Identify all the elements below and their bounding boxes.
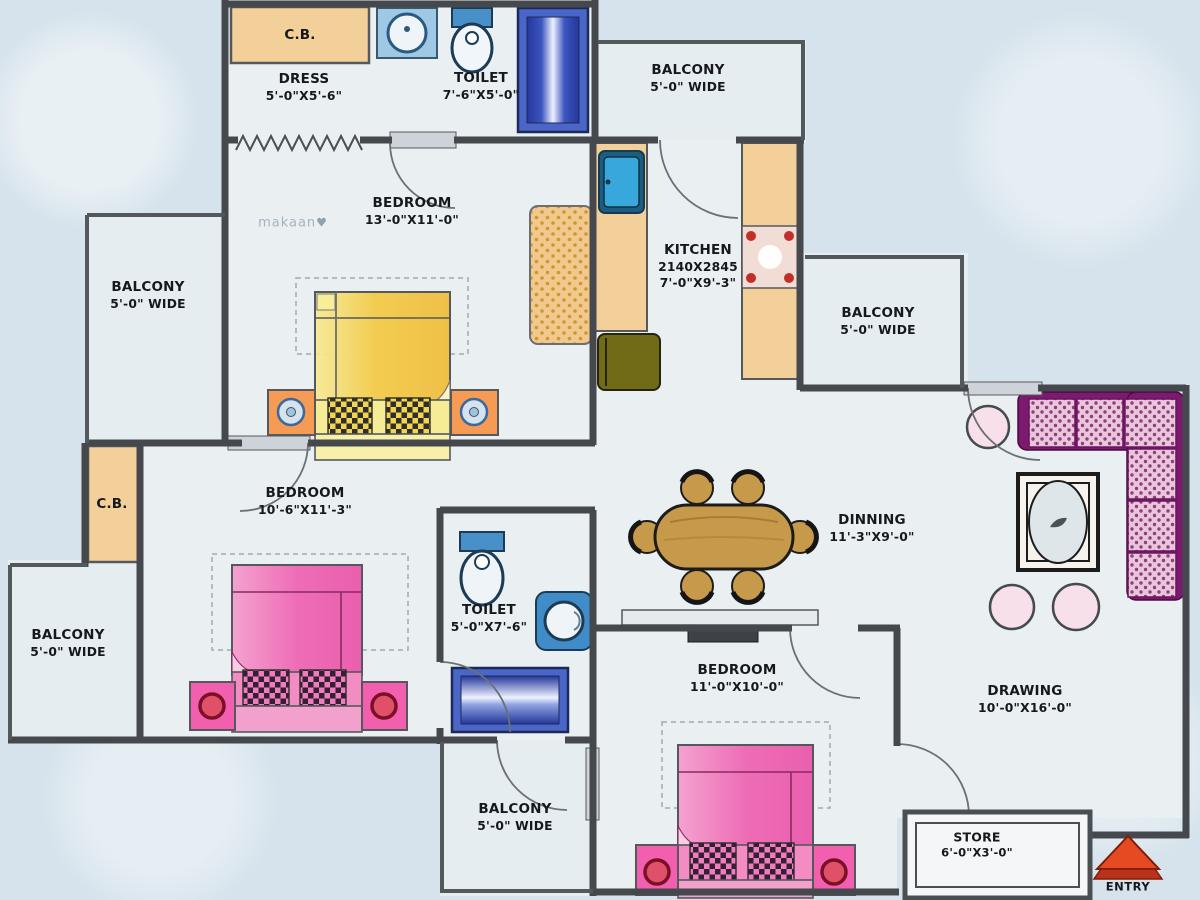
walls xyxy=(8,0,1190,896)
balcony-right-size: 5'-0" WIDE xyxy=(840,322,916,337)
master-wardrobe xyxy=(529,205,593,345)
center-table xyxy=(1016,472,1100,572)
kitchen-size: 7'-0"X9'-3" xyxy=(659,275,737,290)
toilet-top-size: 7'-6"X5'-0" xyxy=(442,87,520,102)
drawing-title: DRAWING xyxy=(987,683,1063,700)
second-bed-side-table-left xyxy=(189,681,236,731)
kitchen-sink xyxy=(598,150,645,214)
second-bed-side-table-right xyxy=(361,681,408,731)
cb-left-title: C.B. xyxy=(96,496,128,513)
brand-watermark: makaan♥ xyxy=(258,216,328,231)
label-kitchen: KITCHEN 2140X2845 7'-0"X9'-3" xyxy=(658,242,738,292)
cabinet-top xyxy=(229,5,371,65)
wash-basin-second xyxy=(535,591,593,651)
store-box xyxy=(902,809,1093,900)
balcony-railings xyxy=(8,40,964,893)
toilet-top-title: TOILET xyxy=(454,70,508,87)
zigzag-partition xyxy=(235,133,363,153)
dining-table xyxy=(653,503,795,571)
label-balcony-bottom-left: BALCONY 5'-0" WIDE xyxy=(30,627,105,661)
label-balcony-top: BALCONY 5'-0" WIDE xyxy=(650,62,725,96)
label-toilet-second: TOILET 5'-0"X7'-6" xyxy=(451,602,527,636)
label-dress: DRESS 5'-0"X5'-6" xyxy=(266,71,342,105)
master-bed xyxy=(267,277,499,461)
third-bed-side-table-left xyxy=(635,844,679,896)
door-arcs xyxy=(239,139,1041,817)
balcony-bottom-left-title: BALCONY xyxy=(31,627,105,644)
wc-top xyxy=(450,7,494,74)
bedroom-second-title: BEDROOM xyxy=(265,485,345,502)
bedroom-master-size: 13'-0"X11'-0" xyxy=(365,212,459,227)
balcony-right-title: BALCONY xyxy=(841,305,915,322)
wc-second xyxy=(459,531,505,607)
balcony-left-size: 5'-0" WIDE xyxy=(110,296,186,311)
label-entry: ENTRY xyxy=(1106,880,1150,895)
store-size: 6'-0"X3'-0" xyxy=(941,845,1013,860)
toilet-second-title: TOILET xyxy=(462,602,516,619)
master-bed-side-table-left xyxy=(267,389,316,436)
balcony-bottom-mid-title: BALCONY xyxy=(478,801,552,818)
bedroom-third-title: BEDROOM xyxy=(697,662,777,679)
dinning-title: DINNING xyxy=(838,512,906,529)
label-dinning: DINNING 11'-3"X9'-0" xyxy=(829,512,914,546)
label-drawing: DRAWING 10'-0"X16'-0" xyxy=(978,683,1072,717)
label-cb-left: C.B. xyxy=(96,496,127,514)
cb-top-title: C.B. xyxy=(284,27,316,44)
kitchen-title: KITCHEN xyxy=(664,242,732,259)
label-store: STORE 6'-0"X3'-0" xyxy=(941,829,1013,860)
label-toilet-top: TOILET 7'-6"X5'-0" xyxy=(443,70,519,104)
dress-title: DRESS xyxy=(278,71,330,88)
kitchen-fridge xyxy=(597,333,661,391)
kitchen-stove xyxy=(741,225,799,289)
balcony-bottom-mid-size: 5'-0" WIDE xyxy=(477,818,553,833)
pouf-chairs xyxy=(965,404,1101,632)
kitchen-size-mm: 2140X2845 xyxy=(658,259,738,274)
toilet-second-fixtures xyxy=(450,531,593,734)
label-bedroom-third: BEDROOM 11'-0"X10'-0" xyxy=(690,662,784,696)
store-title: STORE xyxy=(953,829,1001,845)
dinning-size: 11'-3"X9'-0" xyxy=(829,529,915,544)
brand-watermark-text: makaan xyxy=(258,215,317,231)
heart-icon: ♥ xyxy=(316,215,328,230)
second-bed xyxy=(189,553,409,733)
label-balcony-right: BALCONY 5'-0" WIDE xyxy=(840,305,915,339)
balcony-top-title: BALCONY xyxy=(651,62,725,79)
third-bed xyxy=(635,721,856,899)
entry-title: ENTRY xyxy=(1105,879,1151,894)
balcony-top-size: 5'-0" WIDE xyxy=(650,79,726,94)
label-balcony-left: BALCONY 5'-0" WIDE xyxy=(110,279,185,313)
wash-basin-top xyxy=(376,7,438,59)
toilet-second-size: 5'-0"X7'-6" xyxy=(450,619,528,634)
shower-top xyxy=(516,6,590,134)
entry-arrow-icon xyxy=(1092,834,1164,880)
label-cb-top: C.B. xyxy=(284,27,315,45)
label-balcony-bottom-mid: BALCONY 5'-0" WIDE xyxy=(477,801,552,835)
third-bed-side-table-right xyxy=(812,844,856,896)
toilet-top-fixtures xyxy=(376,6,590,134)
dining-set xyxy=(628,469,819,605)
bedroom-master-title: BEDROOM xyxy=(372,195,452,212)
bedroom-second-size: 10'-6"X11'-3" xyxy=(258,502,352,517)
drawing-size: 10'-0"X16'-0" xyxy=(978,700,1072,715)
sofa-l-shaped xyxy=(1017,391,1185,601)
balcony-left-title: BALCONY xyxy=(111,279,185,296)
label-bedroom-second: BEDROOM 10'-6"X11'-3" xyxy=(258,485,352,519)
dress-size: 5'-0"X5'-6" xyxy=(265,88,343,103)
bedroom-third-size: 11'-0"X10'-0" xyxy=(690,679,784,694)
label-bedroom-master: BEDROOM 13'-0"X11'-0" xyxy=(365,195,459,229)
master-bed-side-table-right xyxy=(450,389,499,436)
balcony-bottom-left-size: 5'-0" WIDE xyxy=(30,644,106,659)
cabinet-left xyxy=(86,444,140,564)
